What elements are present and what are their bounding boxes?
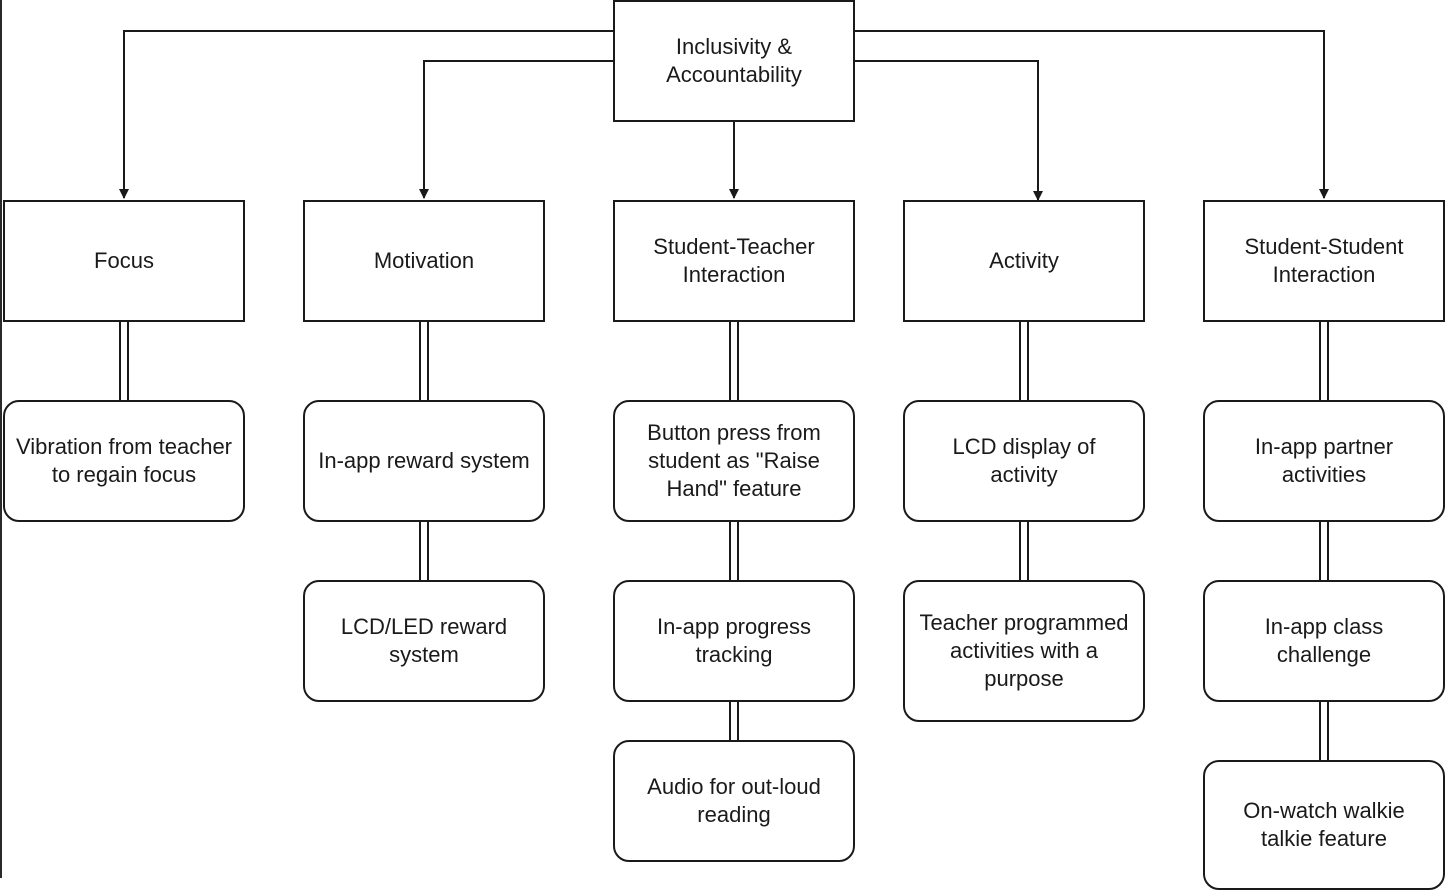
feature-walkie-talkie: On-watch walkie talkie feature [1203,760,1445,890]
category-focus: Focus [3,200,245,322]
arrow-root-to-motivation [419,60,614,199]
feature-audio-reading: Audio for out-loud reading [613,740,855,862]
feature-in-app-partner-activities: In-app partner activities [1203,400,1445,522]
link-partner-to-class-challenge [1319,521,1329,581]
root-node: Inclusivity & Accountability [613,0,855,122]
category-student-student-interaction: Student-Student Interaction [1203,200,1445,322]
feature-in-app-progress-tracking: In-app progress tracking [613,580,855,702]
category-student-teacher-interaction: Student-Teacher Interaction [613,200,855,322]
link-progress-to-audio [729,701,739,741]
feature-lcd-led-reward-system: LCD/LED reward system [303,580,545,702]
feature-raise-hand-button: Button press from student as "Raise Hand… [613,400,855,522]
link-motivation-to-reward-system [419,321,429,401]
feature-in-app-reward-system: In-app reward system [303,400,545,522]
link-student-student-to-partner [1319,321,1329,401]
category-motivation: Motivation [303,200,545,322]
canvas-left-edge [0,0,2,878]
link-activity-to-lcd-display [1019,321,1029,401]
link-student-teacher-to-button-press [729,321,739,401]
arrow-root-to-student-student [854,30,1329,199]
feature-vibration-focus: Vibration from teacher to regain focus [3,400,245,522]
feature-lcd-display-activity: LCD display of activity [903,400,1145,522]
arrow-root-to-activity [854,60,1043,201]
link-button-press-to-progress [729,521,739,581]
link-lcd-display-to-teacher-programmed [1019,521,1029,581]
feature-teacher-programmed-activities: Teacher programmed activities with a pur… [903,580,1145,722]
link-reward-system-to-lcd-led [419,521,429,581]
link-class-challenge-to-walkie [1319,701,1329,761]
category-activity: Activity [903,200,1145,322]
feature-in-app-class-challenge: In-app class challenge [1203,580,1445,702]
arrow-root-to-focus [119,30,614,199]
link-focus-to-vibration [119,321,129,401]
